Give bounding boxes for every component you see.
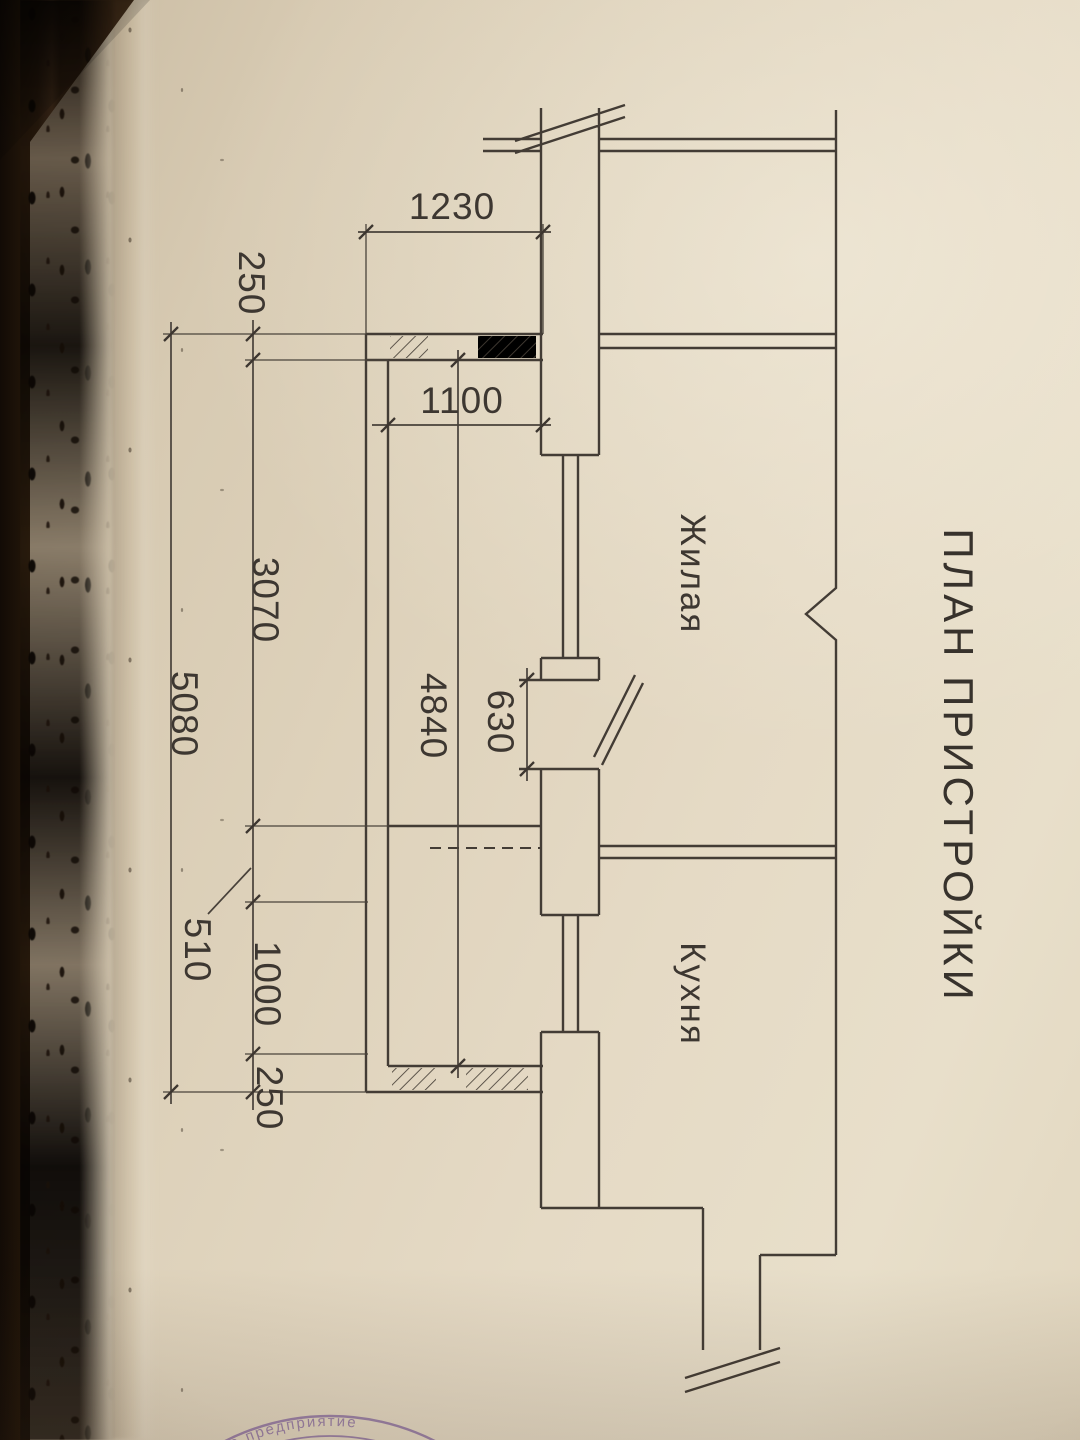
dimension-250-bottom: 250: [249, 1065, 290, 1131]
paper-sheet: [30, 0, 1080, 1440]
paper-specks: [112, 0, 262, 1440]
dimension-3070: 3070: [245, 556, 286, 644]
dimension-1100: 1100: [420, 380, 504, 421]
paper-crease-shadow: [112, 0, 158, 1440]
dimension-250-top: 250: [231, 250, 272, 316]
dimension-ticks: [163, 224, 551, 1100]
walls: [364, 103, 838, 1394]
dimension-1230: 1230: [408, 186, 496, 227]
photocopy-toner-edge: [20, 0, 116, 1440]
dimension-5080: 5080: [164, 670, 205, 758]
witness-lines: [163, 224, 544, 1093]
dimension-lines: [170, 231, 551, 1110]
wall-hatching: [390, 336, 536, 1090]
round-stamp: унитарное предприятие: [159, 1413, 436, 1440]
dimension-630: 630: [480, 689, 521, 755]
dimension-1000: 1000: [247, 940, 288, 1028]
dimension-4840: 4840: [413, 672, 454, 760]
room-label-kitchen: Кухня: [673, 942, 712, 1046]
room-label-living: Жилая: [673, 513, 712, 635]
plan-title: ПЛАН ПРИСТРОЙКИ: [935, 528, 982, 1004]
dimension-510: 510: [177, 917, 218, 983]
